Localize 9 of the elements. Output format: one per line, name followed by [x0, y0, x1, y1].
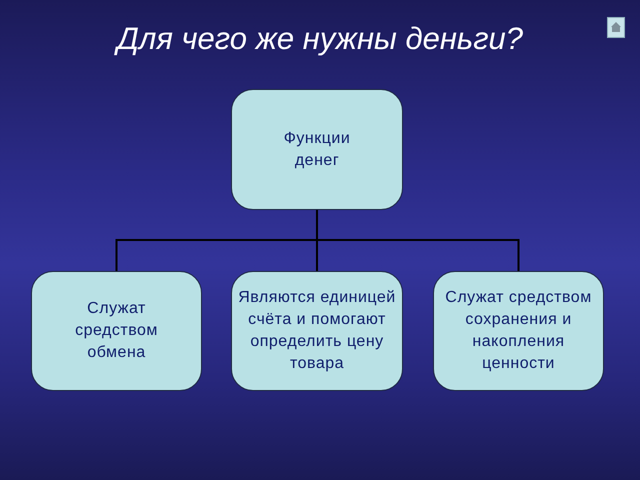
rounded-box	[231, 89, 403, 210]
node-text: Служат средством обмена	[74, 299, 159, 363]
connector-line	[316, 210, 520, 271]
node-text: Служат средством сохранения и накопления ценности	[444, 288, 593, 374]
rounded-box	[31, 271, 202, 391]
rounded-box	[231, 271, 403, 391]
node-text: Функции денег	[282, 128, 352, 170]
node-text: Являются единицей счёта и помогают определить цену товара	[237, 288, 397, 374]
rounded-box	[433, 271, 604, 391]
